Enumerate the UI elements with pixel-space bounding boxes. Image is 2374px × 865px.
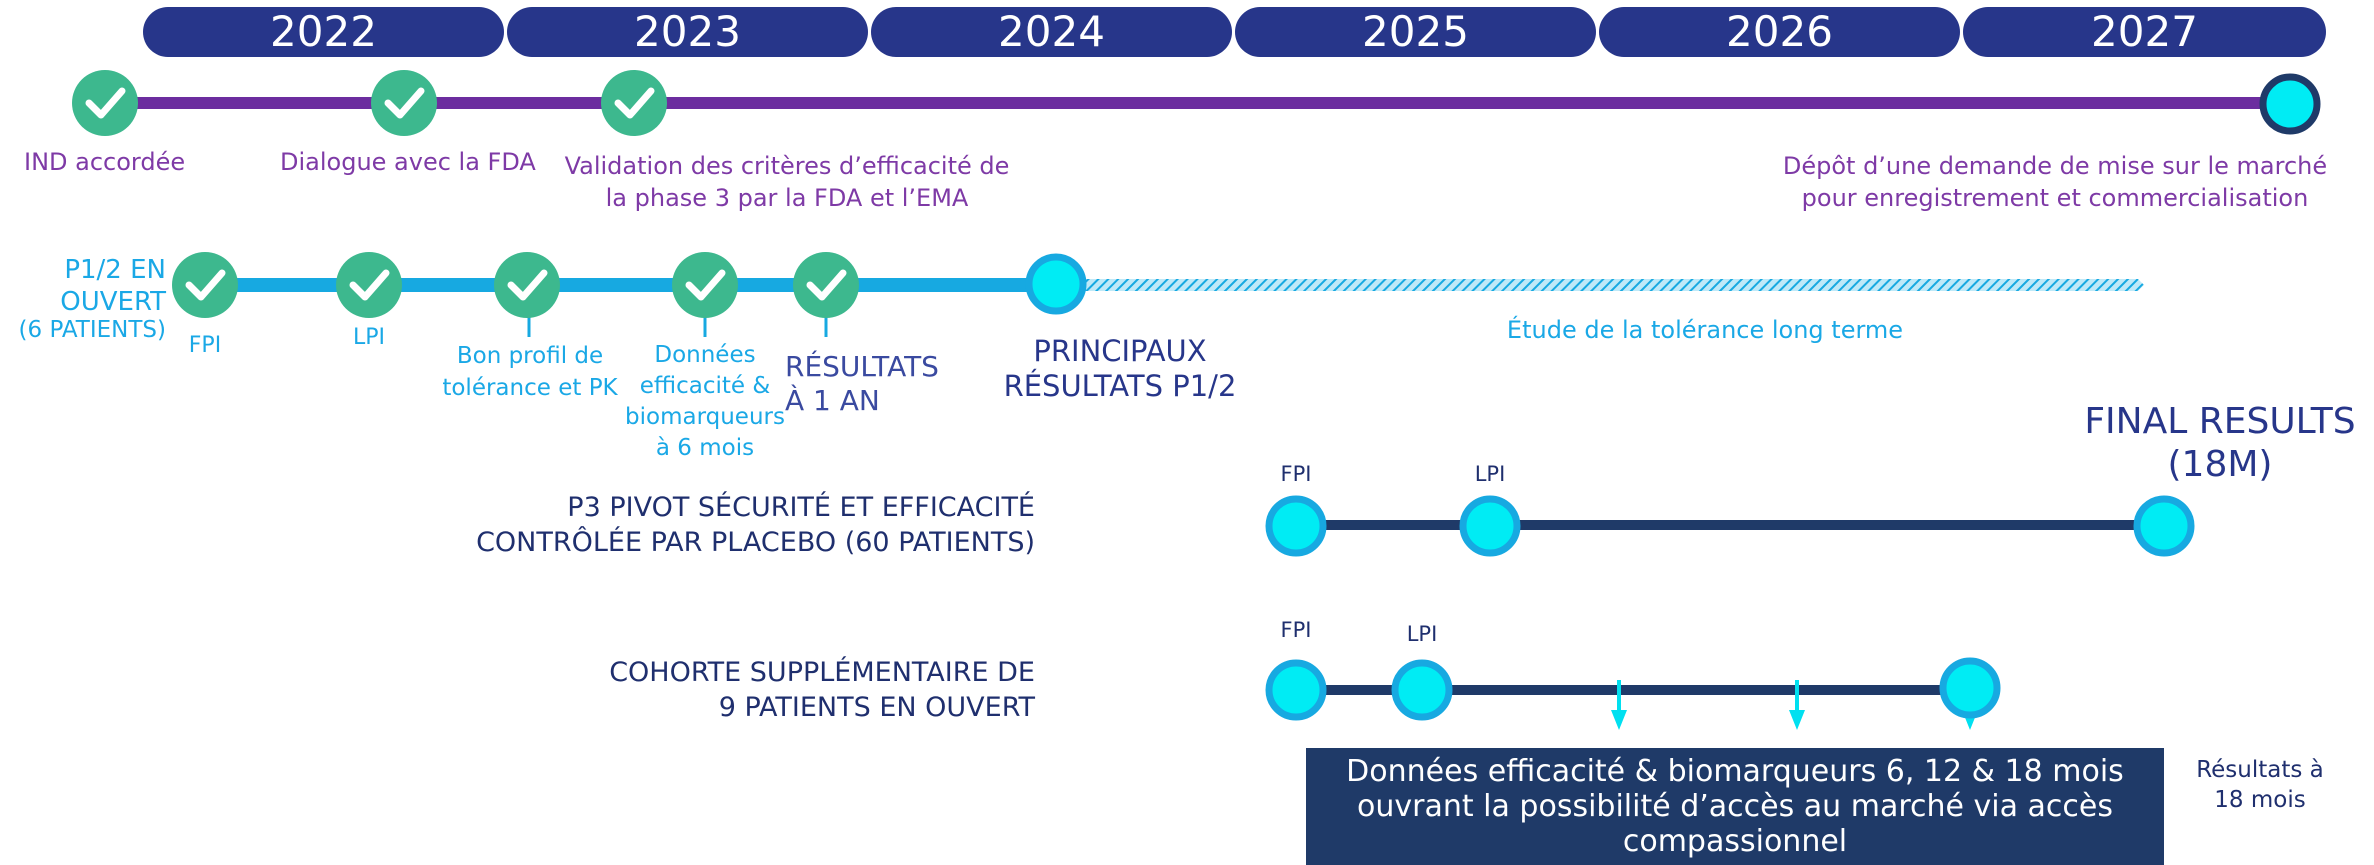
year-pill-2026: 2026 bbox=[1599, 7, 1960, 57]
check-icon bbox=[601, 70, 667, 136]
p12-lpi-label: LPI bbox=[352, 325, 385, 350]
year-pill-2024: 2024 bbox=[871, 7, 1232, 57]
p3-fpi-node bbox=[1265, 495, 1327, 557]
milestone-label-ind: IND accordée bbox=[24, 148, 186, 176]
check-icon bbox=[793, 252, 859, 318]
p12-long-term-label: Étude de la tolérance long terme bbox=[1506, 316, 1904, 344]
cohort-lpi-label: LPI bbox=[1406, 622, 1438, 646]
p12-efficacy-label: Données efficacité & biomarqueurs à 6 mo… bbox=[625, 342, 785, 461]
year-pill-2025: 2025 bbox=[1235, 7, 1596, 57]
p12-safety-label: Bon profil de tolérance et PK bbox=[442, 343, 618, 401]
check-icon bbox=[371, 70, 437, 136]
cohort-data-box: Données efficacité & biomarqueurs 6, 12 … bbox=[1306, 748, 2164, 865]
check-icon bbox=[672, 252, 738, 318]
p3-final-node bbox=[2133, 495, 2195, 557]
p12-long-term-hatch bbox=[1056, 279, 2144, 291]
year-pill-2027: 2027 bbox=[1963, 7, 2326, 57]
year-pill-2023: 2023 bbox=[507, 7, 868, 57]
check-icon bbox=[72, 70, 138, 136]
check-icon bbox=[336, 252, 402, 318]
p3-final-results: FINAL RESULTS (18M) bbox=[2084, 401, 2356, 485]
check-icon bbox=[172, 252, 238, 318]
check-icon bbox=[494, 252, 560, 318]
arrow-down-icon bbox=[1789, 680, 1805, 730]
p12-main-results-node bbox=[1025, 253, 1087, 315]
milestone-label-phase3-validation: Validation des critères d’efficacité de … bbox=[564, 152, 1010, 212]
upcoming-milestone-node bbox=[2259, 73, 2321, 135]
cohort-fpi-node bbox=[1265, 659, 1327, 721]
p12-fpi-label: FPI bbox=[188, 333, 222, 358]
p12-main-results: PRINCIPAUX RÉSULTATS P1/2 bbox=[1003, 334, 1237, 403]
p3-title: P3 PIVOT SÉCURITÉ ET EFFICACITÉ CONTRÔLÉ… bbox=[476, 492, 1035, 558]
milestone-label-fda-dialogue: Dialogue avec la FDA bbox=[280, 148, 536, 176]
cohort-18m-node bbox=[1939, 657, 2001, 719]
arrow-down-icon bbox=[1611, 680, 1627, 730]
p3-lpi-node bbox=[1459, 495, 1521, 557]
p12-one-year-results: RÉSULTATS À 1 AN bbox=[785, 350, 939, 417]
year-pill-2022: 2022 bbox=[143, 7, 504, 57]
cohort-fpi-label: FPI bbox=[1280, 618, 1312, 642]
milestone-label-marketing-filing: Dépôt d’une demande de mise sur le march… bbox=[1782, 152, 2328, 212]
p3-fpi-label: FPI bbox=[1280, 462, 1312, 486]
cohort-18m-results-label: Résultats à 18 mois bbox=[2196, 757, 2324, 813]
p12-title: P1/2 EN OUVERT (6 PATIENTS) bbox=[18, 255, 166, 343]
p3-lpi-label: LPI bbox=[1474, 462, 1506, 486]
cohort-lpi-node bbox=[1391, 659, 1453, 721]
cohort-title: COHORTE SUPPLÉMENTAIRE DE 9 PATIENTS EN … bbox=[609, 657, 1035, 723]
